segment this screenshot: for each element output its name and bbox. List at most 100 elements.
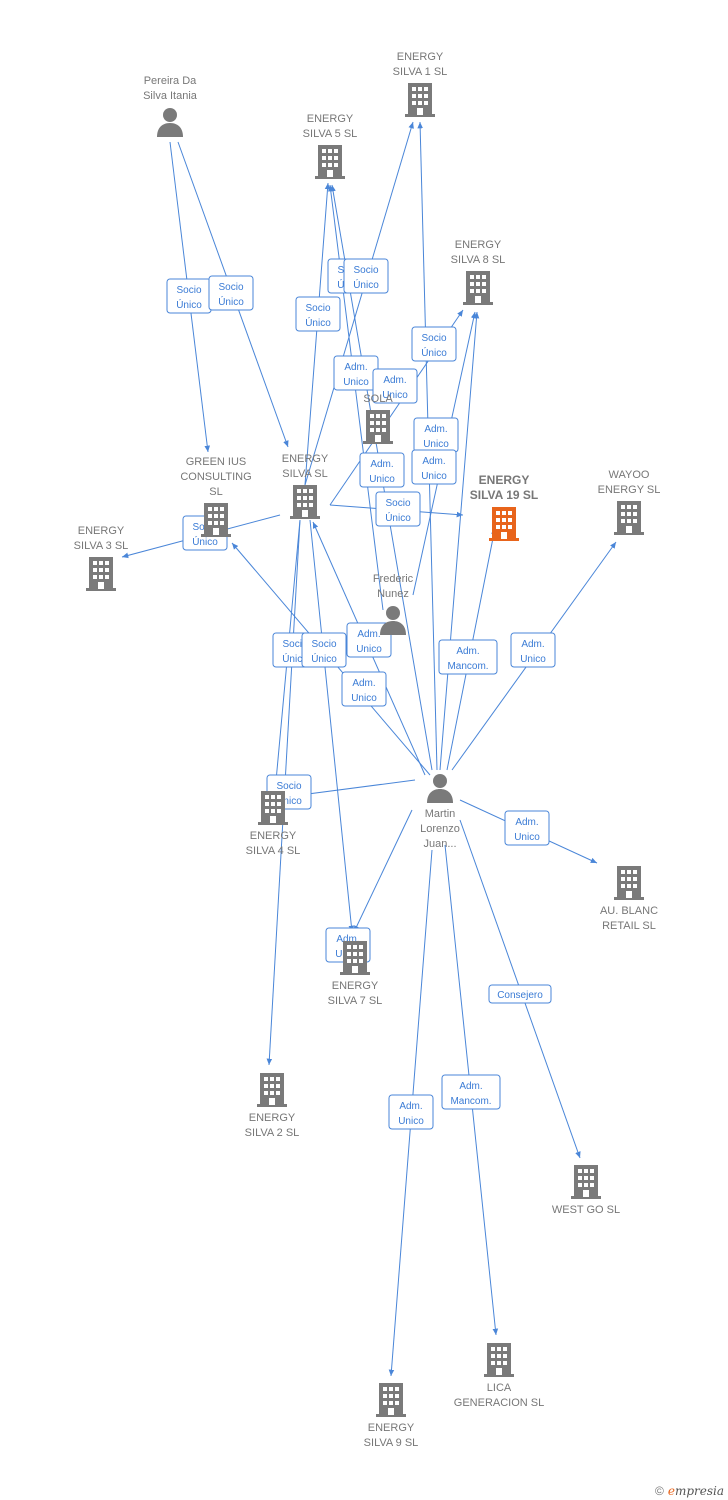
node-label: CONSULTING bbox=[180, 471, 251, 483]
edge-label-martin-to-greenius[interactable]: Adm. Unico bbox=[510, 632, 556, 668]
edge-label-box bbox=[372, 368, 418, 404]
node-es2[interactable]: ENERGY SILVA 2 SL bbox=[245, 1073, 300, 1139]
edge-label-martin-to-es19[interactable]: Adm.Unico bbox=[411, 449, 457, 485]
edge-label-martin-to-westgo[interactable]: Consejero bbox=[488, 984, 552, 1004]
edge-label-text: Adm. bbox=[399, 1101, 422, 1112]
edge-label-martin-to-aublanc[interactable]: Adm.Unico bbox=[504, 810, 550, 846]
edge-label-text: Socio bbox=[282, 639, 307, 650]
node-sola[interactable]: SOLA bbox=[363, 393, 393, 444]
node-label: Pereira Da bbox=[144, 75, 197, 87]
building-icon bbox=[290, 485, 320, 519]
node-westgo[interactable]: WEST GO SL bbox=[552, 1165, 620, 1216]
copyright-symbol: © bbox=[654, 1484, 664, 1498]
edge-label-text: Adm. bbox=[370, 459, 393, 470]
edge-label-text: Unico bbox=[343, 377, 369, 388]
node-label: ENERGY bbox=[249, 1112, 296, 1124]
node-label: Martin bbox=[425, 808, 456, 820]
building-icon bbox=[258, 791, 288, 825]
node-label: SILVA 9 SL bbox=[364, 1437, 419, 1449]
node-label: Nunez bbox=[377, 588, 409, 600]
edge-label-text: Unico bbox=[520, 654, 546, 665]
edge-label-text: Adm. bbox=[521, 639, 544, 650]
edge-label-text: Unico bbox=[351, 693, 377, 704]
brand-name: mpresia bbox=[674, 1484, 724, 1498]
footer-brand[interactable]: ©empresia bbox=[655, 1484, 724, 1498]
edge-label-box bbox=[441, 1074, 501, 1110]
edge-label-box bbox=[359, 452, 405, 488]
node-label: Silva Itania bbox=[143, 90, 198, 102]
node-martin[interactable]: MartinLorenzoJuan... bbox=[420, 774, 460, 850]
edge-label-text: Adm. bbox=[456, 646, 479, 657]
edge-label-text: Único bbox=[218, 295, 244, 308]
person-icon bbox=[427, 774, 453, 803]
edge-label-box bbox=[504, 810, 550, 846]
node-label: SILVA 2 SL bbox=[245, 1127, 300, 1139]
node-label: GREEN IUS bbox=[186, 456, 247, 468]
edge-label-martin-to-essl[interactable]: Adm. Unico bbox=[359, 452, 405, 488]
edge-label-martin-to-es9[interactable]: Adm. Unico bbox=[388, 1094, 434, 1130]
node-label: ENERGY bbox=[78, 525, 125, 537]
edge-label-text: Adm. bbox=[424, 424, 447, 435]
edge-label-text: Adm. bbox=[515, 817, 538, 828]
edge-label-martin-to-es1[interactable]: Adm.Unico bbox=[333, 355, 379, 391]
edge-label-text: Socio bbox=[305, 303, 330, 314]
edge-label-martin-to-es4[interactable]: Adm.Unico bbox=[341, 671, 387, 707]
building-icon bbox=[614, 501, 644, 535]
edge-label-box bbox=[341, 671, 387, 707]
edge-label-text: Adm. bbox=[459, 1081, 482, 1092]
node-label: ENERGY bbox=[332, 980, 379, 992]
node-label: ENERGY bbox=[455, 239, 502, 251]
edge-label-text: Unico bbox=[398, 1116, 424, 1127]
edge-label-text: Unico bbox=[421, 471, 447, 482]
node-label: Juan... bbox=[423, 838, 456, 850]
node-label: GENERACION SL bbox=[454, 1397, 544, 1409]
edge-label-martin-to-wayoo[interactable]: Adm.Mancom. bbox=[438, 639, 498, 675]
edge-label-frederic-to-es8[interactable]: Adm.Unico bbox=[346, 622, 392, 658]
building-icon bbox=[363, 410, 393, 444]
edge-label-text: Consejero bbox=[497, 990, 543, 1001]
edge-label-martin-to-es5[interactable]: Adm. Unico bbox=[372, 368, 418, 404]
edge-label-text: Unico bbox=[382, 390, 408, 401]
edge-essl-to-es7 bbox=[309, 519, 355, 933]
brand-initial: e bbox=[667, 1484, 675, 1498]
edge-label-text: Unico bbox=[423, 439, 449, 450]
building-icon bbox=[463, 271, 493, 305]
edge-label-text: Único bbox=[385, 511, 411, 524]
building-icon bbox=[484, 1343, 514, 1377]
node-label: SILVA 5 SL bbox=[303, 128, 358, 140]
node-label: ENERGY bbox=[282, 453, 329, 465]
node-pereira[interactable]: Pereira Da Silva Itania bbox=[143, 75, 198, 137]
edge-label-text: Adm. bbox=[336, 934, 359, 945]
edge-label-text: Socio bbox=[276, 781, 301, 792]
edge-label-text: Unico bbox=[369, 474, 395, 485]
edge-label-box bbox=[388, 1094, 434, 1130]
node-label: AU. BLANC bbox=[600, 905, 658, 917]
edge-label-text: Adm. bbox=[383, 375, 406, 386]
edge-label-text: Socio bbox=[385, 498, 410, 509]
edge-label-martin-to-es8[interactable]: Adm. Unico bbox=[413, 417, 459, 453]
edge-label-text: Único bbox=[192, 535, 218, 548]
edge-label-martin-to-lica[interactable]: Adm.Mancom. bbox=[441, 1074, 501, 1110]
